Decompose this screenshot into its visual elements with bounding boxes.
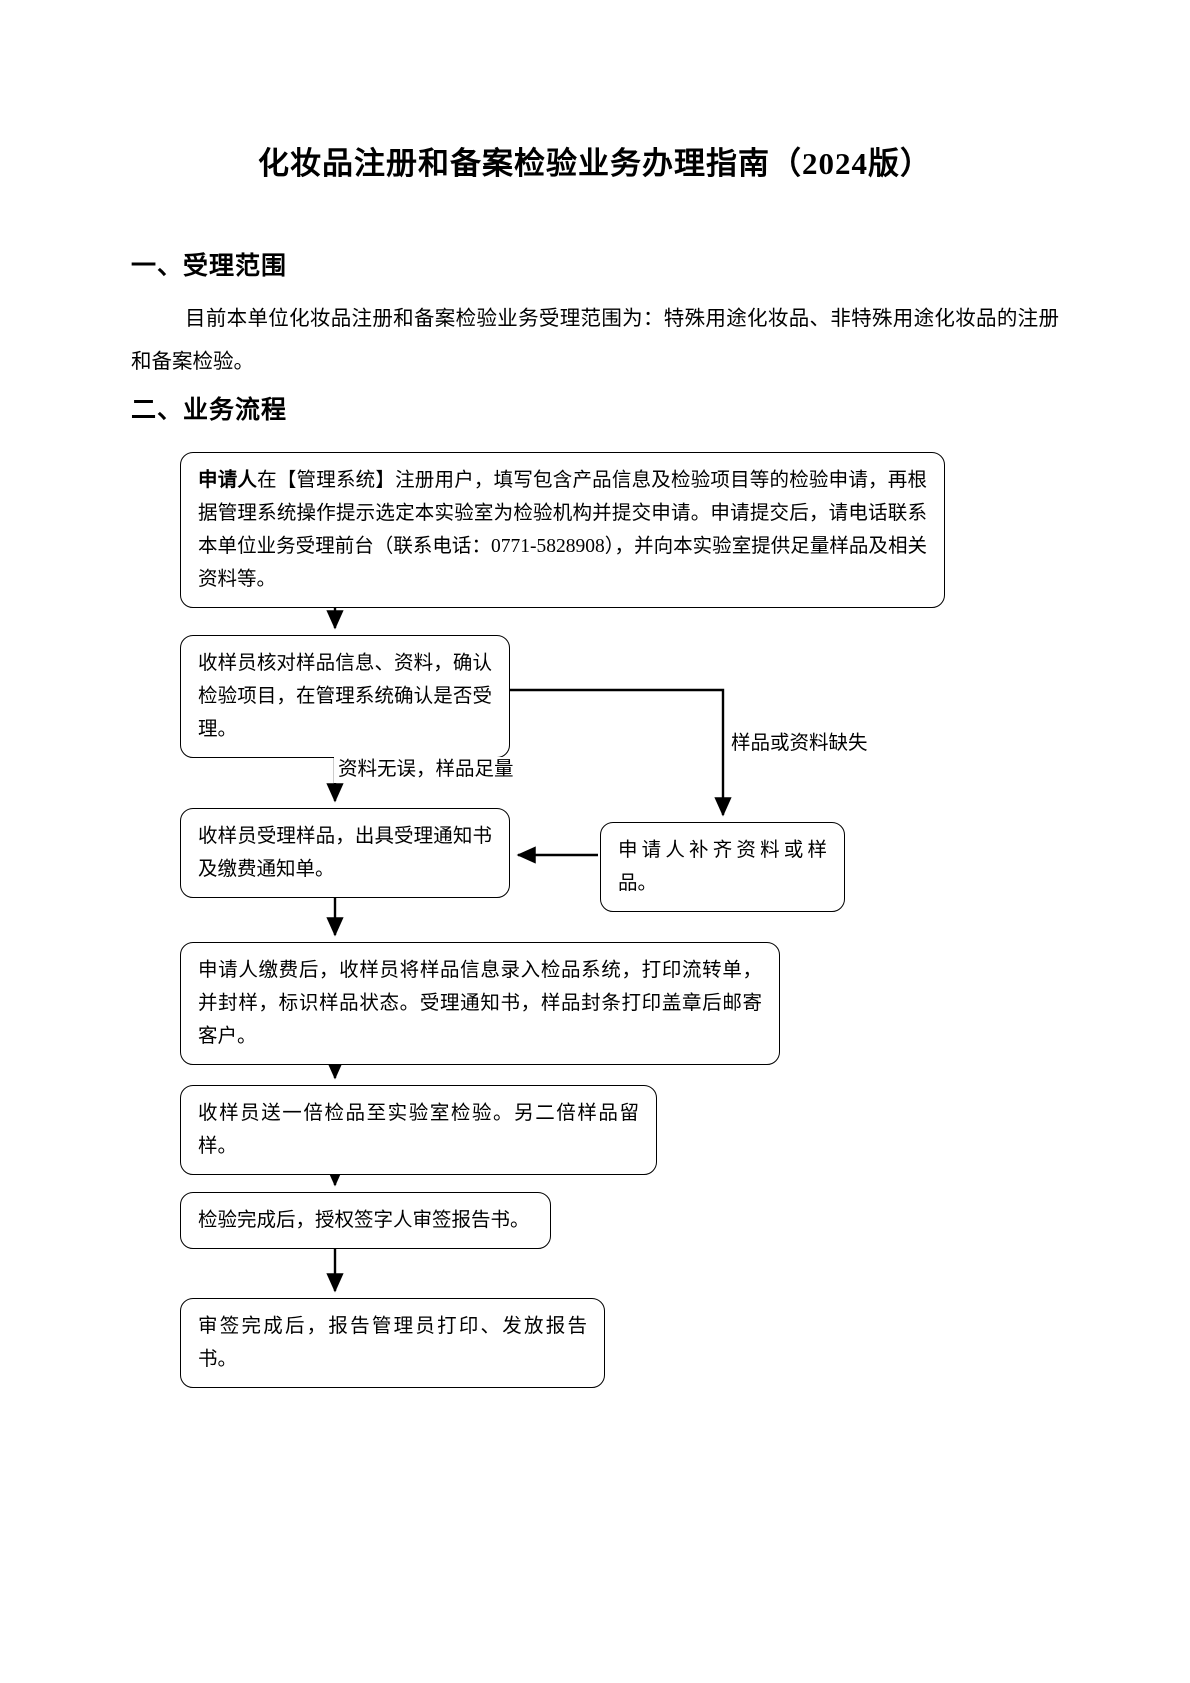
flow-node-supplement-materials: 申请人补齐资料或样品。 <box>600 822 845 912</box>
flow-node-2-text: 收样员核对样品信息、资料，确认检验项目，在管理系统确认是否受理。 <box>198 653 492 740</box>
flow-node-1-lead: 申请人 <box>198 470 258 491</box>
flow-node-check-sample-info: 收样员核对样品信息、资料，确认检验项目，在管理系统确认是否受理。 <box>180 635 510 758</box>
section-heading-scope: 一、受理范围 <box>131 252 288 280</box>
flow-node-5-text: 申请人缴费后，收样员将样品信息录入检品系统，打印流转单，并封样，标识样品状态。受… <box>198 960 762 1047</box>
flow-node-accept-sample: 收样员受理样品，出具受理通知书及缴费通知单。 <box>180 808 510 898</box>
flow-node-send-to-lab: 收样员送一倍检品至实验室检验。另二倍样品留样。 <box>180 1085 657 1175</box>
flow-node-7-text: 检验完成后，授权签字人审签报告书。 <box>198 1210 530 1231</box>
flow-node-3-text: 收样员受理样品，出具受理通知书及缴费通知单。 <box>198 826 492 880</box>
flow-node-payment-and-entry: 申请人缴费后，收样员将样品信息录入检品系统，打印流转单，并封样，标识样品状态。受… <box>180 942 780 1065</box>
arrow-node2-to-node4 <box>510 688 732 817</box>
flow-node-8-text: 审签完成后，报告管理员打印、发放报告书。 <box>198 1316 587 1370</box>
flow-node-issue-report: 审签完成后，报告管理员打印、发放报告书。 <box>180 1298 605 1388</box>
flow-node-4-text: 申请人补齐资料或样品。 <box>618 840 827 894</box>
page-title: 化妆品注册和备案检验业务办理指南（2024版） <box>258 146 932 181</box>
flow-node-applicant-registration: 申请人在【管理系统】注册用户，填写包含产品信息及检验项目等的检验申请，再根据管理… <box>180 452 945 608</box>
section-paragraph-scope: 目前本单位化妆品注册和备案检验业务受理范围为：特殊用途化妆品、非特殊用途化妆品的… <box>131 308 1059 373</box>
flow-node-6-text: 收样员送一倍检品至实验室检验。另二倍样品留样。 <box>198 1103 639 1157</box>
flow-node-1-text: 在【管理系统】注册用户，填写包含产品信息及检验项目等的检验申请，再根据管理系统操… <box>198 470 927 590</box>
edge-label-reject: 样品或资料缺失 <box>727 731 872 757</box>
edge-label-accept: 资料无误，样品足量 <box>334 757 518 783</box>
section-heading-process: 二、业务流程 <box>131 396 288 424</box>
flow-node-authorized-signatory: 检验完成后，授权签字人审签报告书。 <box>180 1192 551 1249</box>
